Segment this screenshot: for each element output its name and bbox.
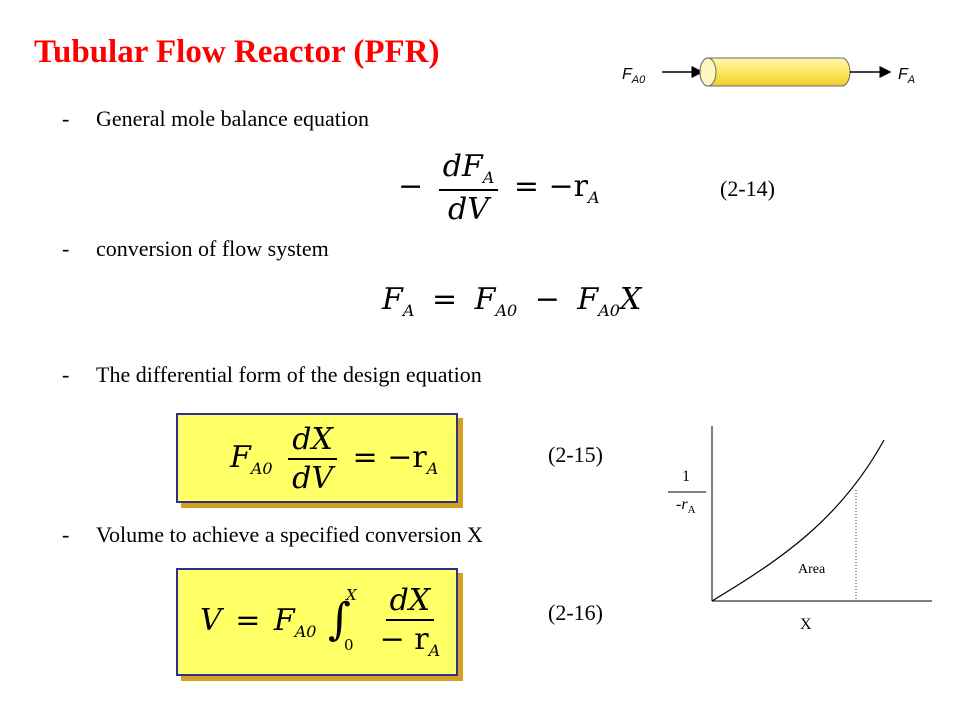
bullet-volume: - Volume to achieve a specified conversio… (62, 522, 483, 548)
equation-2-15: FA0 dX dV = −rA (230, 422, 439, 496)
equation-box-2-15: FA0 dX dV = −rA (176, 413, 458, 503)
bullet-dash: - (62, 236, 70, 261)
tube-end (699, 57, 717, 87)
outlet-flow-label: FA (898, 66, 916, 86)
y-label-numerator: 1 (682, 468, 690, 485)
equation-box-2-16: V = FA0 ∫ X 0 dX − rA (176, 568, 458, 676)
equation-number-2-15: (2-15) (548, 442, 603, 467)
bullet-dash: - (62, 522, 70, 547)
bullet-dash: - (62, 106, 70, 131)
integral-sign: ∫ X 0 (328, 585, 357, 654)
equation-number-2-16: (2-16) (548, 600, 603, 625)
rate-curve (711, 439, 885, 602)
bullet-differential-form: - The differential form of the design equ… (62, 362, 482, 388)
bullet-text: conversion of flow system (96, 236, 329, 261)
bullet-dash: - (62, 362, 70, 387)
inlet-flow-label: FA0 (622, 66, 646, 86)
bullet-text: General mole balance equation (96, 106, 370, 131)
slide-title: Tubular Flow Reactor (PFR) (34, 34, 440, 70)
bullet-conversion: - conversion of flow system (62, 236, 329, 262)
tube-body (699, 57, 851, 87)
reactor-tube (662, 57, 892, 87)
equation-2-14: − dFA dV = −rA (398, 149, 600, 227)
fraction: dX dV (288, 423, 337, 495)
equation-conversion: FA = FA0 − FA0X (382, 282, 642, 320)
equation-number-2-14: (2-14) (720, 176, 775, 201)
equation-2-16: V = FA0 ∫ X 0 dX − rA (200, 584, 450, 660)
bullet-text: The differential form of the design equa… (96, 362, 482, 387)
levenspiel-plot: 1 -rA Area X (640, 420, 940, 640)
x-label: X (800, 616, 812, 633)
plot-graphic (668, 426, 932, 602)
area-label: Area (798, 562, 826, 577)
fraction: dX − rA (379, 583, 441, 660)
reactor-diagram: FA0 FA (600, 48, 940, 98)
bullet-mole-balance: - General mole balance equation (62, 106, 369, 132)
fraction: dFA dV (438, 150, 499, 226)
bullet-text: Volume to achieve a specified conversion… (96, 522, 483, 547)
y-label-denominator: -rA (676, 496, 696, 516)
